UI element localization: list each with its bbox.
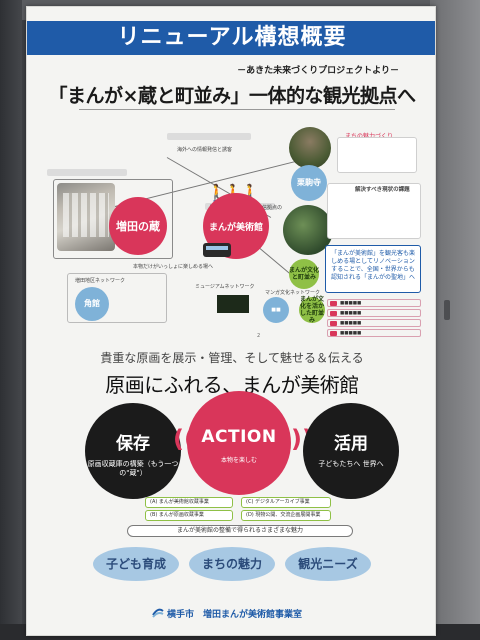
diagram-bar bbox=[167, 133, 251, 140]
use-title: 活用 bbox=[334, 434, 368, 454]
chips-icon bbox=[217, 295, 249, 313]
poster: リニューアル構想概要 －あきた未来づくりプロジェクトより－ 「まんが×蔵と町並み… bbox=[26, 6, 436, 636]
kura-circle: 増田の蔵 bbox=[109, 197, 167, 255]
oval-tourism: 観光ニーズ bbox=[285, 547, 371, 581]
wall-left bbox=[0, 0, 22, 640]
footer: 横手市 増田まんが美術館事業室 bbox=[167, 610, 303, 620]
list-row: ■■■■■ bbox=[327, 309, 421, 317]
diagram-label: 海外への情報発信と誘客 bbox=[177, 147, 233, 153]
preserve-circle: 保存 原画収蔵庫の構築（もう一つの"蔵"） bbox=[85, 403, 181, 499]
issues-title: 解決すべき現状の課題 bbox=[355, 187, 410, 193]
kura-box bbox=[53, 179, 173, 259]
kakunodate-circle: 角館 bbox=[75, 287, 109, 321]
wall-right bbox=[430, 0, 480, 640]
network-label: ミュージアムネットワーク bbox=[195, 284, 255, 290]
temple-photo bbox=[289, 127, 331, 169]
green-circle: まんが文化を活かした町並み bbox=[299, 295, 325, 325]
green-circle: まんが文化と町並み bbox=[289, 259, 319, 289]
network-box bbox=[67, 273, 167, 323]
banner-title: リニューアル構想概要 bbox=[27, 21, 435, 55]
wall-fixture bbox=[444, 300, 450, 320]
network-label: マンガ文化ネットワーク bbox=[265, 290, 321, 296]
kura-photo bbox=[57, 183, 115, 251]
list-row: ■■■■■ bbox=[327, 319, 421, 327]
tag-b: (B) まんが原画収蔵事業 bbox=[145, 510, 233, 521]
list-row: ■■■■■ bbox=[327, 329, 421, 337]
diagram-bar bbox=[47, 169, 127, 176]
headline: 「まんが×蔵と町並み」一体的な観光拠点へ bbox=[48, 85, 416, 107]
tag-c: (C) デジタルアーカイブ事業 bbox=[241, 497, 331, 508]
right-text-box bbox=[337, 137, 417, 173]
forest-photo bbox=[283, 205, 333, 255]
vision-box: 「まんが美術館」を観光客も楽しめる場としてリノベーションすることで、全国・世界か… bbox=[325, 245, 421, 293]
bus-icon bbox=[203, 243, 231, 257]
tag-a: (A) まんが美術館収蔵事業 bbox=[145, 497, 233, 508]
oval-children: 子ども育成 bbox=[93, 547, 179, 581]
temple-circle: 栗駒寺 bbox=[291, 165, 327, 201]
effects-bar: まんが美術館の整備で得られるさまざまな魅力 bbox=[127, 525, 353, 537]
network-label: 増田地区ネットワーク bbox=[75, 278, 126, 284]
town-label: まちの魅力づくり bbox=[345, 131, 393, 140]
oval-town: まちの魅力 bbox=[189, 547, 275, 581]
city-logo-icon bbox=[152, 608, 164, 618]
subtitle: －あきた未来づくりプロジェクトより－ bbox=[237, 66, 399, 76]
use-sub: 子どもたちへ 世界へ bbox=[318, 460, 384, 468]
blue-circle: ■■ bbox=[263, 297, 289, 323]
preserve-sub: 原画収蔵庫の構築（もう一つの"蔵"） bbox=[87, 460, 179, 478]
preserve-title: 保存 bbox=[116, 434, 150, 454]
vision-text: 「まんが美術館」を観光客も楽しめる場としてリノベーションすることで、全国・世界か… bbox=[330, 250, 415, 282]
action-circle: ACTION 本物を楽しむ bbox=[187, 391, 291, 495]
action-sub: 本物を楽しむ bbox=[220, 457, 257, 464]
page-number: 2 bbox=[257, 333, 261, 339]
list-row: ■■■■■ bbox=[327, 299, 421, 307]
tag-d: (D) 現物公開、交流企画展開事業 bbox=[241, 510, 331, 521]
mid-tagline: 貴重な原画を展示・管理、そして魅せる＆伝える bbox=[100, 351, 364, 365]
issues-box bbox=[327, 183, 421, 239]
use-circle: 活用 子どもたちへ 世界へ bbox=[303, 403, 399, 499]
diagram-label: 本物だけがいっしょに楽しめる場へ bbox=[133, 264, 214, 270]
headline-underline bbox=[79, 109, 395, 110]
action-title: ACTION bbox=[201, 427, 277, 447]
